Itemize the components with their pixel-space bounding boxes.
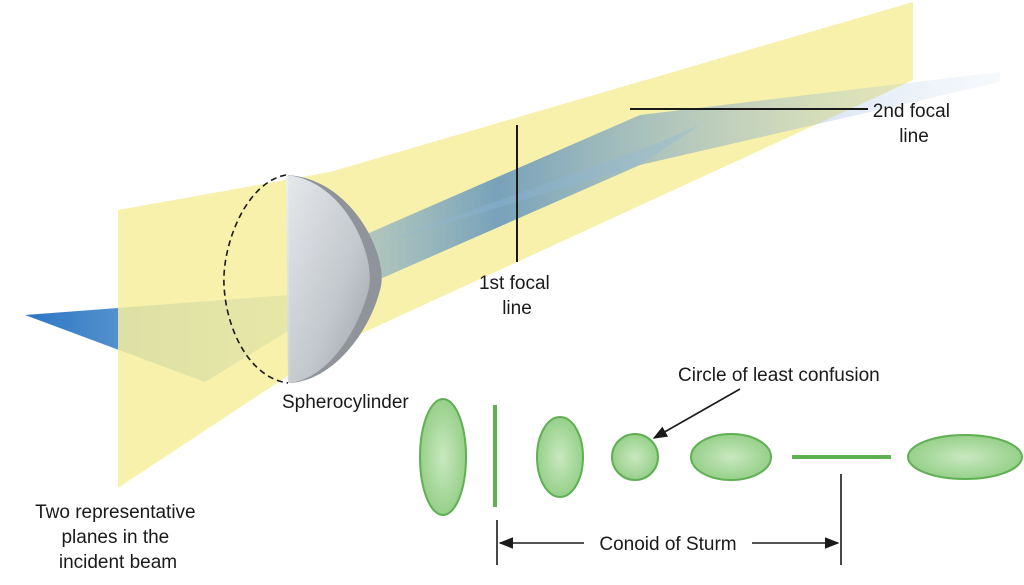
cross-section-wide-ellipse — [690, 433, 772, 481]
spherocylinder-lens — [223, 174, 382, 384]
second-focal-line-label: 2nd focal line — [873, 101, 955, 147]
cross-section-vertical-ellipse — [419, 398, 467, 516]
cross-section-tall-ellipse — [536, 416, 584, 498]
cross-section-horizontal-ellipse — [907, 434, 1023, 480]
yellow-vertical-plane — [118, 2, 913, 488]
cross-section-circle-of-least-confusion — [611, 433, 659, 481]
conoid-of-sturm-label: Conoid of Sturm — [599, 534, 736, 555]
spherocylinder-label: Spherocylinder — [282, 392, 409, 413]
blue-refracted-plane — [330, 72, 1000, 290]
two-planes-label: Two representative planes in the inciden… — [35, 502, 201, 573]
first-focal-line-label: 1st focal line — [479, 273, 555, 319]
circle-of-least-confusion-label: Circle of least confusion — [678, 365, 880, 386]
circle-of-least-confusion-pointer — [652, 388, 741, 439]
cross-sections — [419, 398, 1023, 516]
conoid-of-sturm-dimension: Conoid of Sturm — [496, 474, 842, 565]
